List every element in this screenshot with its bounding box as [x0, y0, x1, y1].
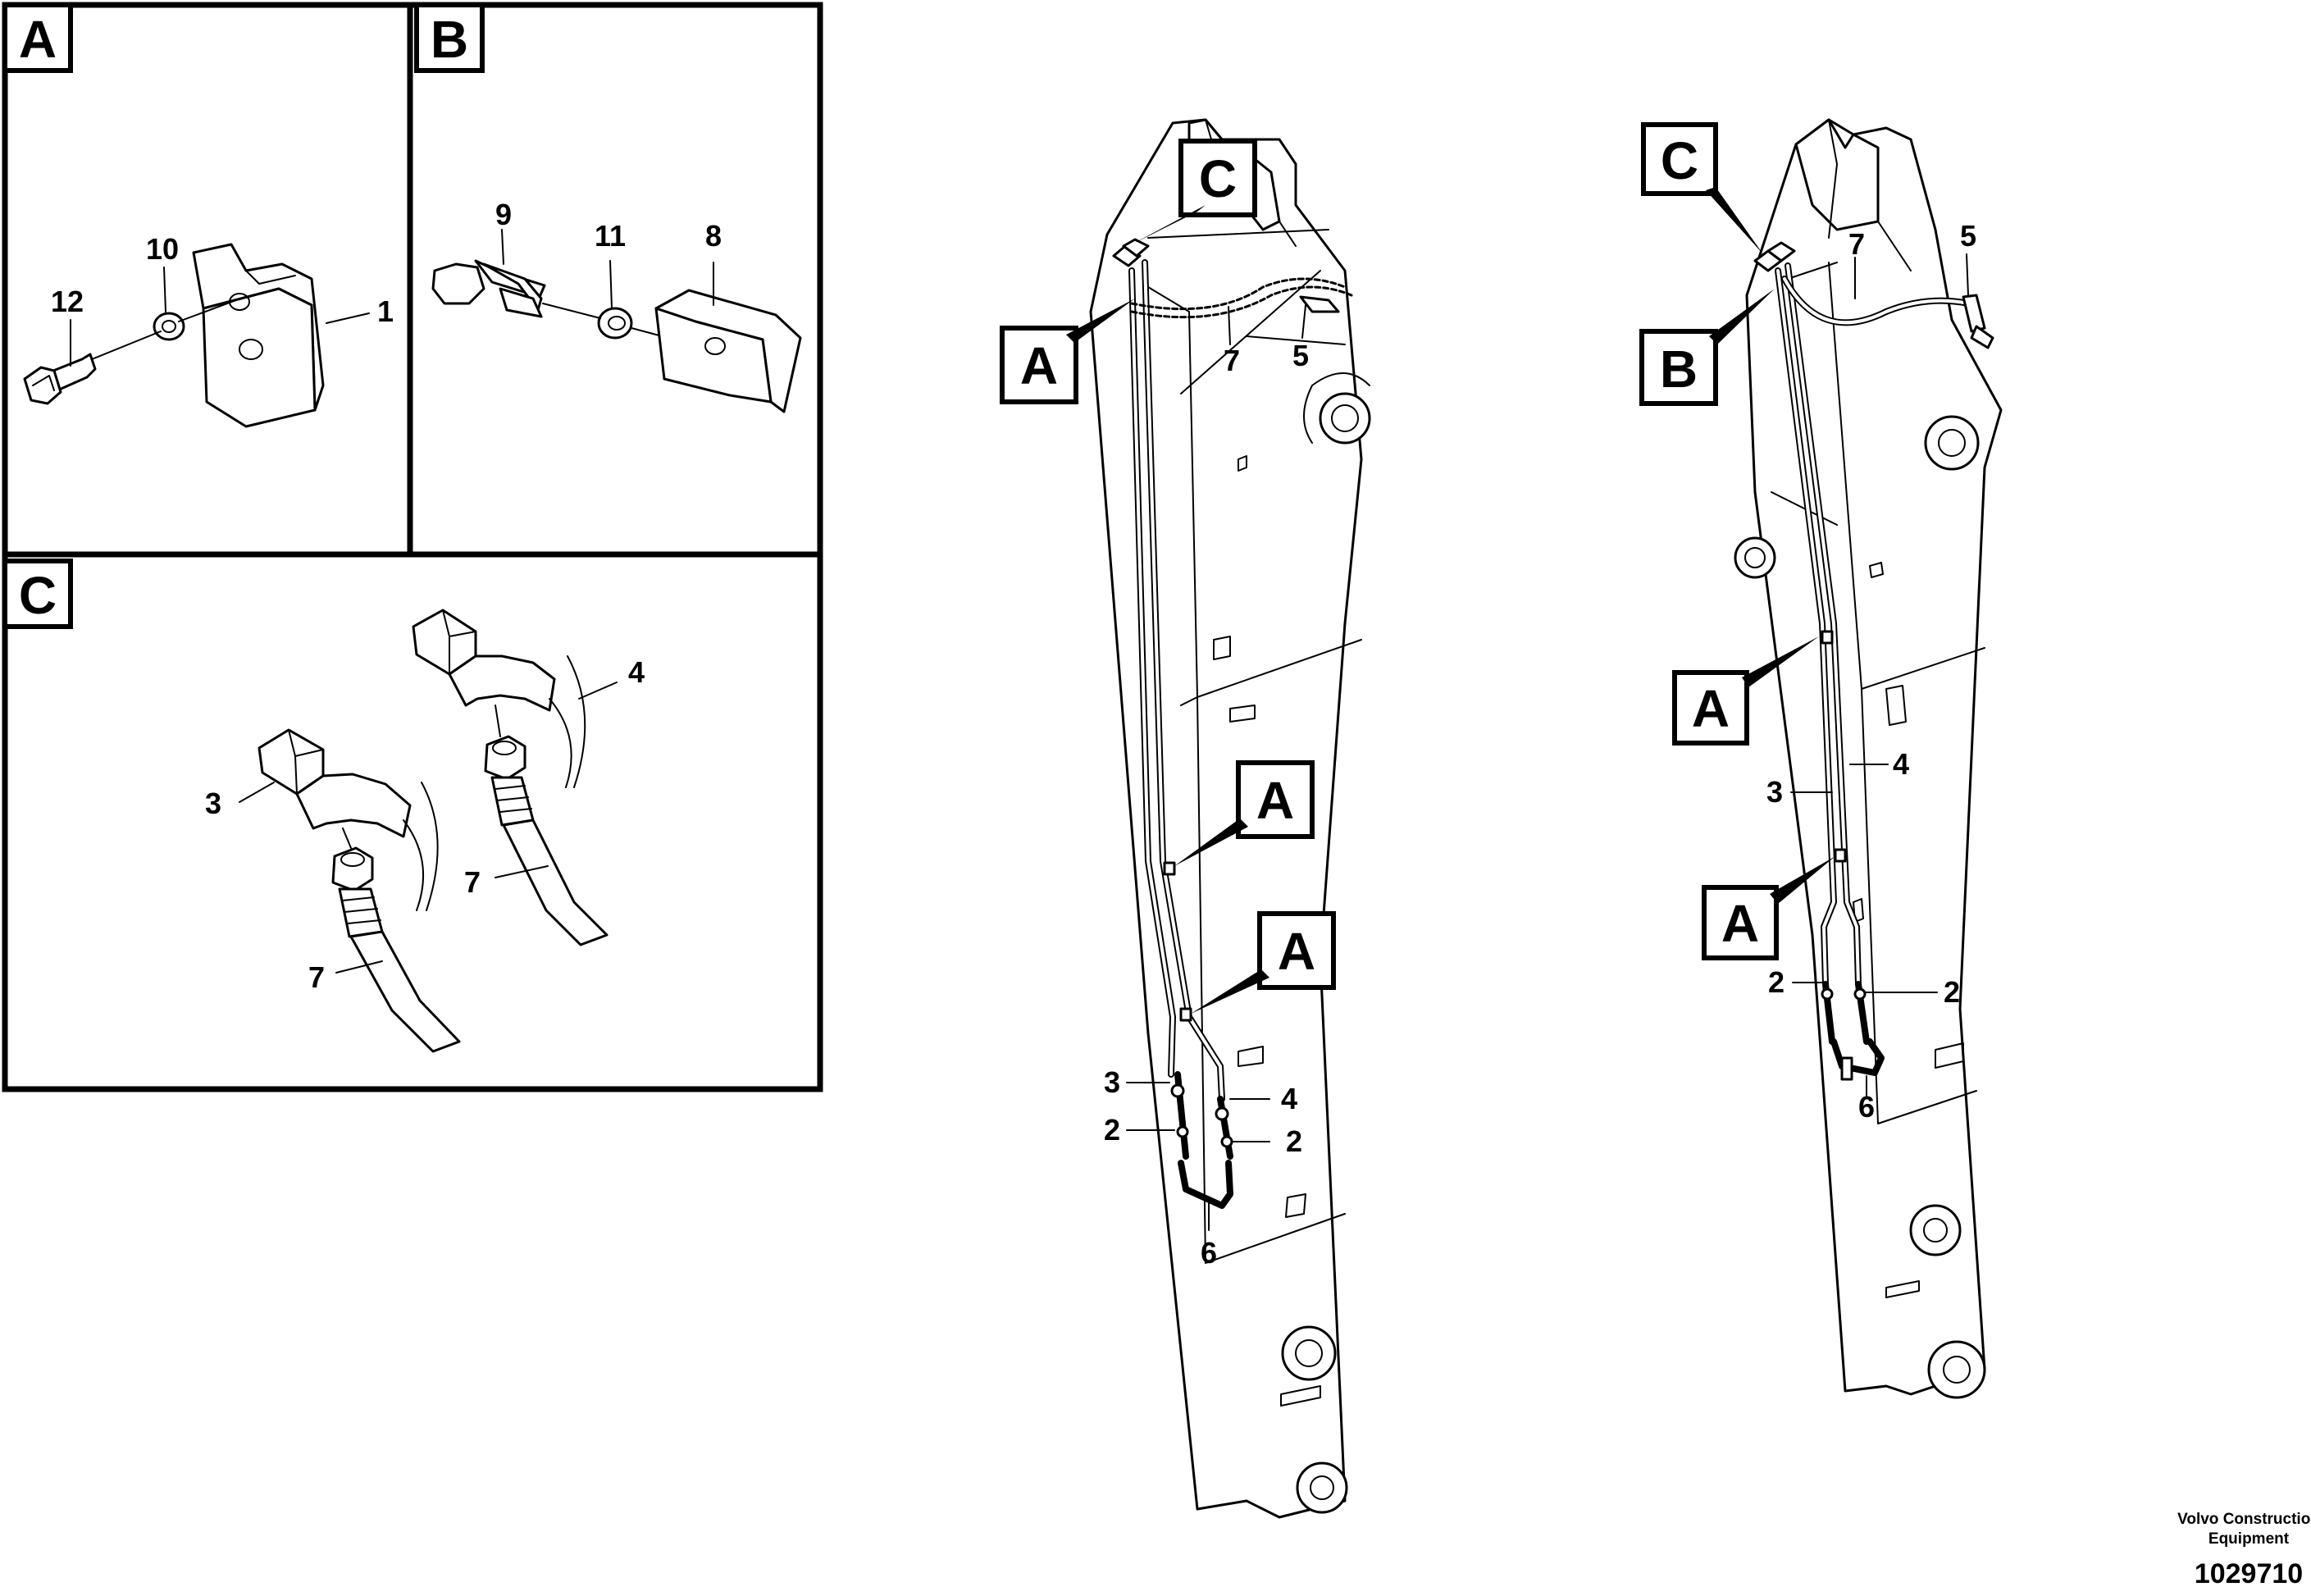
- right-callout-b-letter: B: [1660, 340, 1698, 399]
- footer-company-line1: Volvo Construction: [2177, 1511, 2311, 1528]
- leader-11: [609, 260, 613, 309]
- right-callout-a2: A: [1702, 856, 1835, 960]
- leader-3: [239, 782, 275, 803]
- left-callout-a2: A: [1174, 760, 1315, 866]
- panel-c-drawing: 4 3 7 7: [205, 609, 645, 1053]
- panel-c-frame: [2, 551, 823, 1092]
- left-callout-a3: A: [1191, 911, 1336, 1014]
- footer-company-line2: Equipment: [2208, 1530, 2290, 1548]
- left-label-4: 4: [1281, 1082, 1297, 1115]
- right-boom-tower: [1794, 118, 1880, 231]
- detail-panels: A B C: [2, 2, 823, 1092]
- right-callout-c-letter: C: [1661, 131, 1698, 190]
- right-label-6: 6: [1858, 1090, 1875, 1124]
- label-4: 4: [628, 655, 645, 689]
- left-boom: C A A A 7 5 3 4 2 2 6: [1000, 118, 1371, 1519]
- left-callout-c: C: [1132, 139, 1257, 244]
- right-boom: C B A A 7 5 4 3 2 2 6: [1639, 118, 2003, 1399]
- label-1: 1: [377, 294, 394, 328]
- label-7b: 7: [308, 960, 325, 994]
- right-callout-a2-letter: A: [1721, 894, 1759, 953]
- left-callout-a1-letter: A: [1020, 336, 1058, 395]
- panel-a-drawing: 12 10 1: [23, 232, 394, 428]
- label-11: 11: [595, 219, 626, 253]
- leader-7b: [335, 960, 383, 974]
- right-leader-5: [1966, 253, 1969, 296]
- panel-b-tag: B: [414, 2, 485, 73]
- leader-7a: [495, 865, 549, 878]
- right-label-7: 7: [1848, 227, 1865, 261]
- panel-a-tag: A: [2, 2, 73, 73]
- right-label-2a: 2: [1768, 965, 1785, 999]
- left-leader-5: [1301, 304, 1306, 339]
- leader-9: [501, 229, 504, 265]
- label-10: 10: [146, 232, 179, 266]
- left-label-6: 6: [1201, 1236, 1217, 1270]
- panel-c-tag: C: [2, 559, 73, 629]
- label-3: 3: [205, 787, 221, 820]
- right-label-5: 5: [1960, 219, 1976, 253]
- right-label-3: 3: [1766, 775, 1783, 809]
- panel-b-letter: B: [431, 10, 468, 69]
- left-callout-a3-letter: A: [1278, 922, 1315, 981]
- leader-1: [326, 312, 370, 324]
- left-callout-a2-letter: A: [1256, 771, 1294, 830]
- label-12: 12: [51, 285, 84, 318]
- left-label-7: 7: [1224, 344, 1240, 377]
- left-callout-a1: A: [1000, 299, 1135, 404]
- right-callout-a1-letter: A: [1692, 679, 1730, 738]
- panel-c-letter: C: [19, 566, 57, 625]
- label-8: 8: [705, 219, 722, 253]
- left-callout-c-letter: C: [1199, 149, 1237, 208]
- left-label-3: 3: [1104, 1065, 1120, 1099]
- right-callout-a1: A: [1672, 636, 1819, 746]
- panel-b-drawing: 9 11 8: [431, 198, 802, 413]
- left-label-2b: 2: [1286, 1124, 1302, 1158]
- left-label-2a: 2: [1104, 1113, 1120, 1147]
- label-7a: 7: [464, 865, 481, 899]
- panel-a-letter: A: [19, 10, 57, 69]
- left-label-5: 5: [1292, 339, 1309, 372]
- label-9: 9: [495, 198, 512, 231]
- leader-10: [163, 267, 166, 312]
- right-label-4: 4: [1893, 747, 1909, 781]
- right-callout-c: C: [1641, 122, 1763, 254]
- footer: Volvo Construction Equipment 1029710: [2177, 1511, 2311, 1589]
- right-callout-b: B: [1639, 289, 1775, 406]
- footer-drawing-id: 1029710: [2195, 1558, 2303, 1589]
- right-label-2b: 2: [1944, 975, 1960, 1009]
- left-leader-7: [1228, 306, 1231, 345]
- leader-4: [578, 682, 618, 700]
